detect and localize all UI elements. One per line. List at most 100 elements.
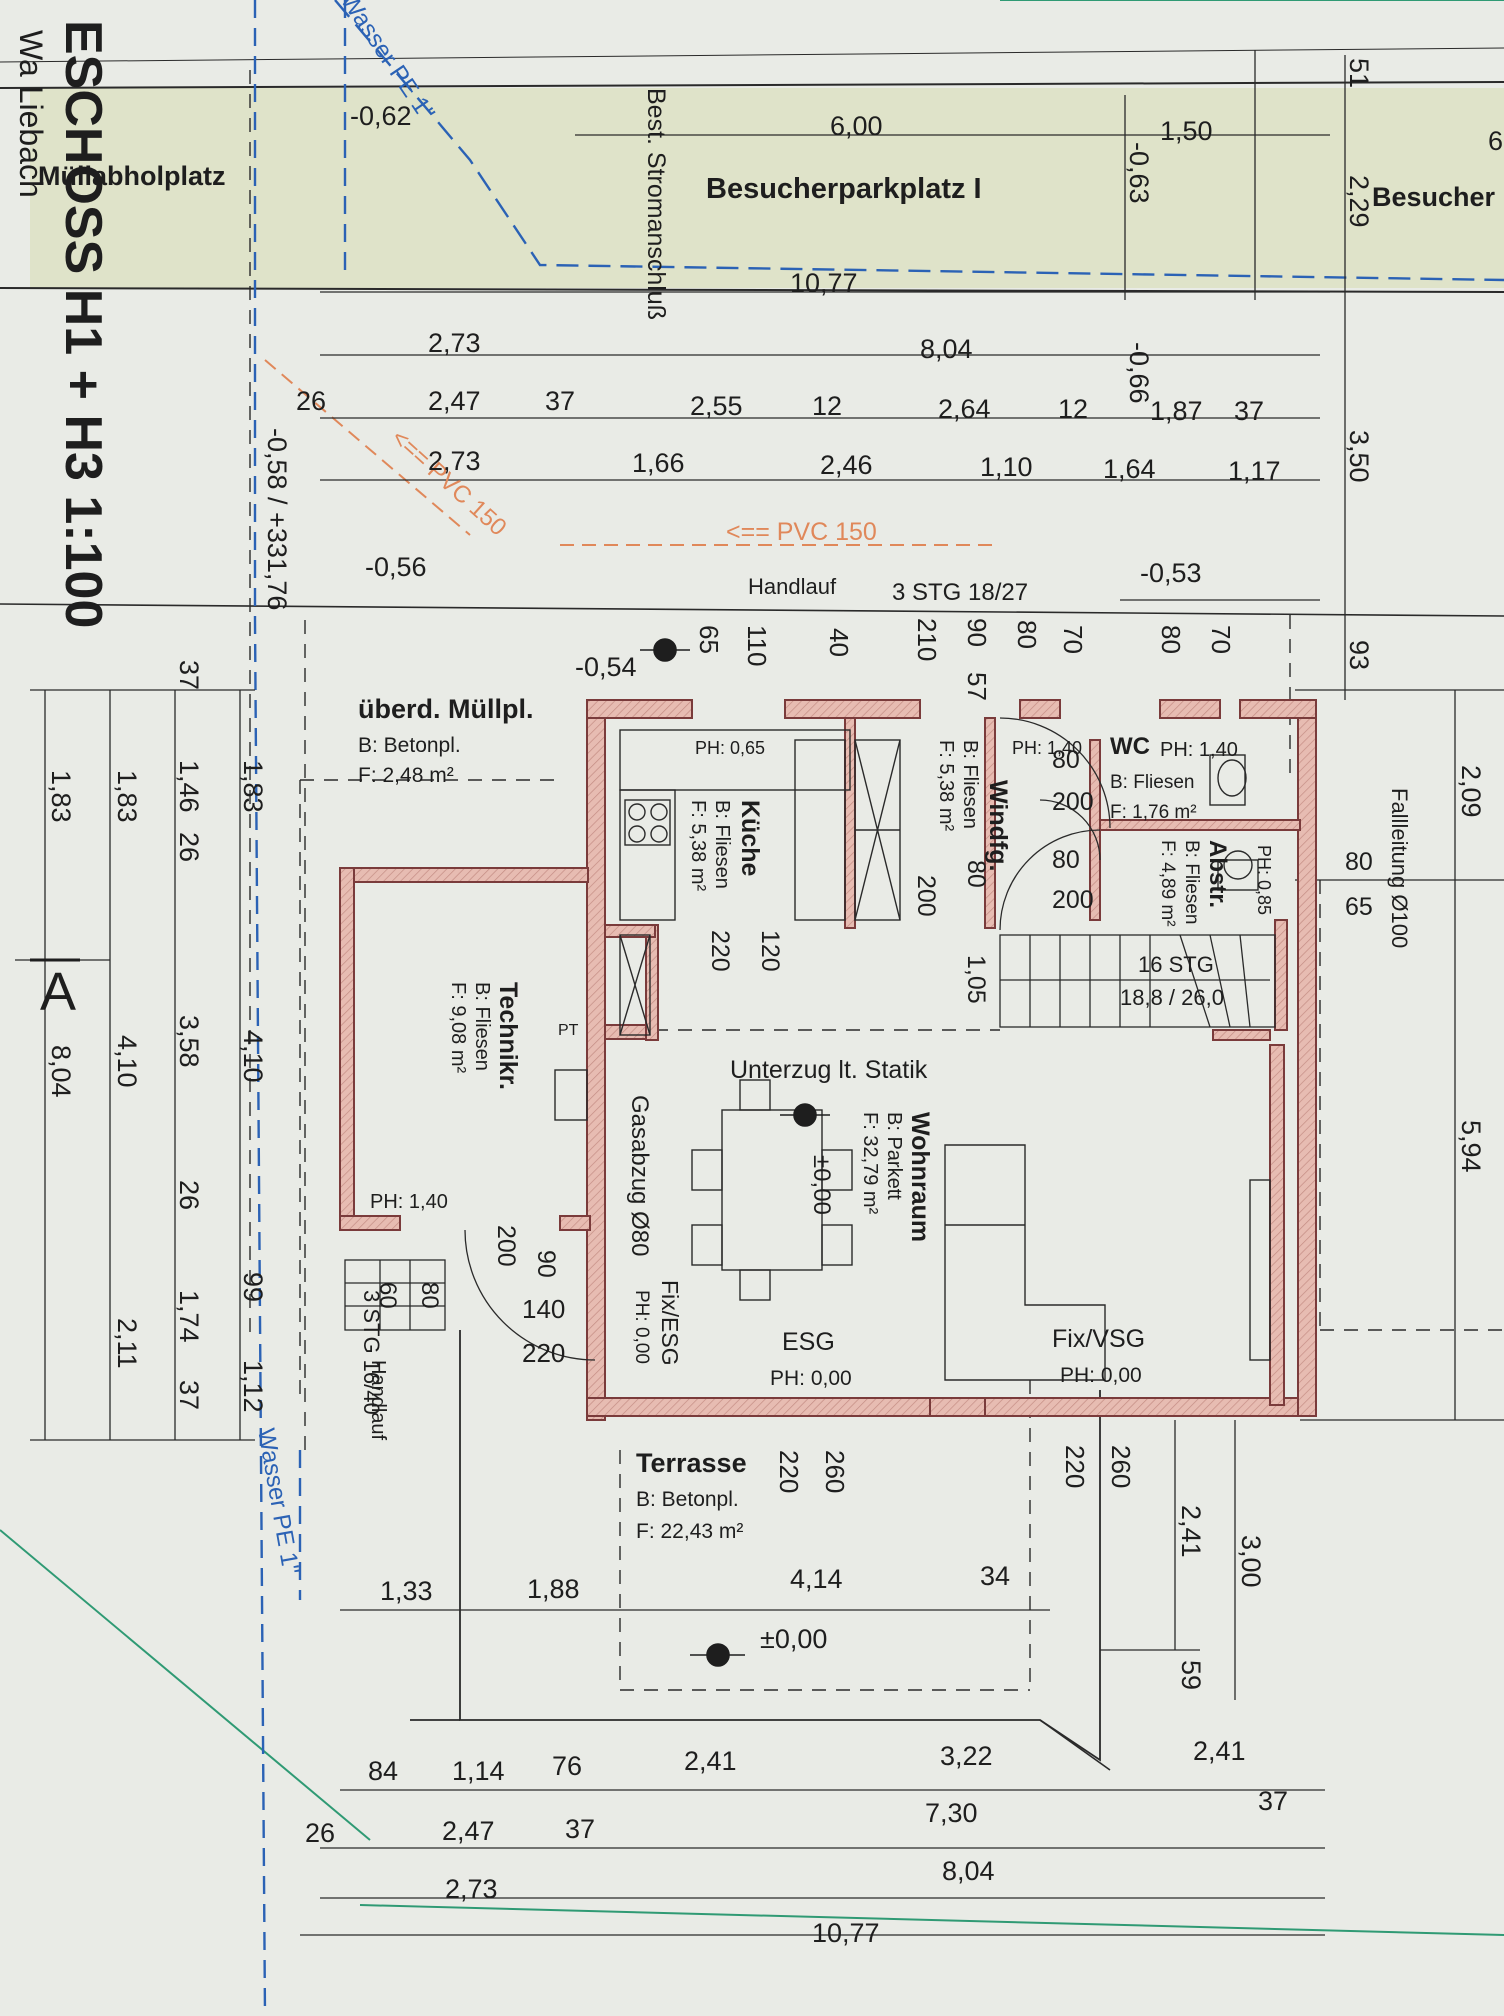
label-muellabholplatz: Müllabholplatz — [38, 161, 225, 191]
svg-text:1,64: 1,64 — [1103, 454, 1156, 484]
wall-outline — [339, 699, 1317, 1421]
svg-text:37: 37 — [1258, 1786, 1288, 1816]
svg-text:F: 2,48 m²: F: 2,48 m² — [358, 764, 454, 787]
svg-text:8,04: 8,04 — [920, 334, 973, 364]
label-fallleitung: Fallleitung Ø100 — [1387, 788, 1412, 948]
svg-text:110: 110 — [742, 625, 772, 666]
drawing-subtitle: Wa Liebach — [13, 30, 49, 198]
svg-text:200: 200 — [1052, 788, 1094, 816]
svg-text:210: 210 — [912, 618, 942, 661]
svg-text:6: 6 — [1488, 126, 1503, 156]
window-ph-065: PH: 0,65 — [695, 738, 765, 758]
svg-text:Küche: Küche — [736, 800, 764, 877]
svg-text:51: 51 — [1344, 58, 1374, 88]
window-esg: ESG — [782, 1328, 835, 1356]
svg-text:1,17: 1,17 — [1228, 456, 1281, 486]
window-esg-ph: PH: 0,00 — [770, 1367, 852, 1390]
svg-text:220: 220 — [1060, 1445, 1090, 1488]
svg-text:65: 65 — [1345, 893, 1373, 921]
svg-text:10,77: 10,77 — [790, 268, 858, 298]
svg-text:1,33: 1,33 — [380, 1576, 433, 1606]
svg-text:90: 90 — [962, 618, 992, 647]
section-label: A — [40, 962, 76, 1022]
svg-text:200: 200 — [1052, 886, 1094, 914]
svg-text:B: Fliesen: B: Fliesen — [1110, 772, 1194, 793]
level-value: -0,54 — [575, 652, 637, 682]
svg-text:10,77: 10,77 — [812, 1918, 880, 1948]
dimension-terrace: 1,33 1,88 4,14 34 2,41 3,00 59 — [380, 1505, 1266, 1690]
svg-text:4,10: 4,10 — [238, 1030, 268, 1083]
dimension-chain-right: 51 2,29 3,50 93 2,09 5,94 — [1344, 58, 1486, 1173]
svg-text:1,87: 1,87 — [1150, 396, 1203, 426]
svg-text:2,73: 2,73 — [428, 446, 481, 476]
parking-strip — [30, 88, 1504, 288]
svg-text:B: Parkett: B: Parkett — [883, 1112, 905, 1200]
svg-text:5,94: 5,94 — [1456, 1120, 1486, 1173]
label-unterzug: Unterzug lt. Statik — [730, 1056, 928, 1084]
level-value: -0,58 / +331,76 — [262, 428, 292, 610]
svg-text:12: 12 — [812, 391, 842, 421]
svg-text:65: 65 — [694, 625, 724, 654]
window-ph-140c: PH: 1,40 — [370, 1191, 448, 1213]
svg-text:WC: WC — [1110, 733, 1150, 760]
room-kueche: Küche B: Fliesen F: 5,38 m² — [687, 800, 764, 891]
label-gasabzug: Gasabzug Ø80 — [626, 1095, 653, 1256]
svg-text:F: 9,08 m²: F: 9,08 m² — [447, 982, 469, 1073]
label-handlauf-bottom: Handlauf — [367, 1360, 389, 1441]
svg-text:B: Betonpl.: B: Betonpl. — [358, 734, 461, 757]
svg-text:80: 80 — [1156, 625, 1186, 654]
svg-text:90: 90 — [532, 1250, 560, 1278]
svg-text:76: 76 — [552, 1751, 582, 1781]
label-pvc150-diag: <== PVC 150 — [386, 424, 512, 541]
dimension-chain-top: 6,00 1,50 6 10,77 2,73 8,04 26 2,47 37 2… — [296, 111, 1503, 486]
svg-text:8,04: 8,04 — [46, 1045, 76, 1098]
svg-text:200: 200 — [912, 875, 940, 917]
svg-text:1,66: 1,66 — [632, 448, 685, 478]
dimension-chain-bottom: 84 1,14 76 2,41 3,22 2,41 26 2,47 37 7,3… — [305, 1736, 1288, 1948]
svg-text:Terrasse: Terrasse — [636, 1448, 747, 1478]
svg-text:3,22: 3,22 — [940, 1741, 993, 1771]
svg-text:93: 93 — [1344, 640, 1374, 670]
svg-text:80: 80 — [962, 860, 990, 888]
room-wohnraum: Wohnraum B: Parkett F: 32,79 m² — [859, 1112, 934, 1242]
svg-text:140: 140 — [522, 1294, 565, 1324]
svg-text:2,11: 2,11 — [112, 1318, 142, 1369]
svg-text:B: Fliesen: B: Fliesen — [711, 800, 733, 889]
svg-text:80: 80 — [1052, 746, 1080, 774]
svg-text:80: 80 — [416, 1282, 443, 1309]
svg-text:4,14: 4,14 — [790, 1564, 843, 1594]
svg-text:Wohnraum: Wohnraum — [906, 1112, 934, 1242]
svg-text:1,83: 1,83 — [46, 770, 76, 823]
svg-text:220: 220 — [774, 1450, 804, 1493]
terrace-slab — [459, 1330, 1101, 1762]
svg-text:1,05: 1,05 — [962, 955, 990, 1004]
svg-text:37: 37 — [174, 1380, 204, 1410]
svg-text:3,58: 3,58 — [174, 1015, 204, 1068]
svg-text:8,04: 8,04 — [942, 1856, 995, 1886]
svg-text:F: 32,79 m²: F: 32,79 m² — [859, 1112, 881, 1215]
window-ph-140a: PH: 1,40 — [1012, 738, 1082, 758]
level-value: -0,63 — [1124, 142, 1154, 204]
svg-text:26: 26 — [296, 386, 326, 416]
room-wc: WC B: Fliesen F: 1,76 m² — [1110, 733, 1197, 823]
label-besucherparkplatz-1: Besucherparkplatz I — [706, 173, 982, 205]
svg-text:1,12: 1,12 — [238, 1360, 268, 1413]
drawing-title: ESCHOSS H1 + H3 1:100 — [54, 20, 112, 628]
svg-text:260: 260 — [1106, 1445, 1136, 1488]
svg-text:26: 26 — [305, 1818, 335, 1848]
svg-text:220: 220 — [522, 1338, 565, 1368]
window-ph-140b: PH: 1,40 — [1160, 739, 1238, 761]
label-pvc150: <== PVC 150 — [726, 518, 877, 546]
svg-text:37: 37 — [565, 1814, 595, 1844]
room-technikraum: Technikr. B: Fliesen F: 9,08 m² — [447, 982, 522, 1090]
level-value: -0,62 — [350, 101, 412, 131]
label-besucherparkplatz-2: Besucher — [1372, 182, 1496, 212]
svg-text:37: 37 — [545, 386, 575, 416]
dimension-openings: 65 110 40 210 90 57 80 70 80 70 — [694, 618, 1236, 701]
svg-text:80: 80 — [1012, 620, 1042, 649]
svg-text:1,10: 1,10 — [980, 452, 1033, 482]
window-ph-085: PH: 0,85 — [1254, 845, 1274, 915]
svg-text:12: 12 — [1058, 394, 1088, 424]
svg-text:120: 120 — [756, 930, 784, 972]
svg-text:1,88: 1,88 — [527, 1574, 580, 1604]
